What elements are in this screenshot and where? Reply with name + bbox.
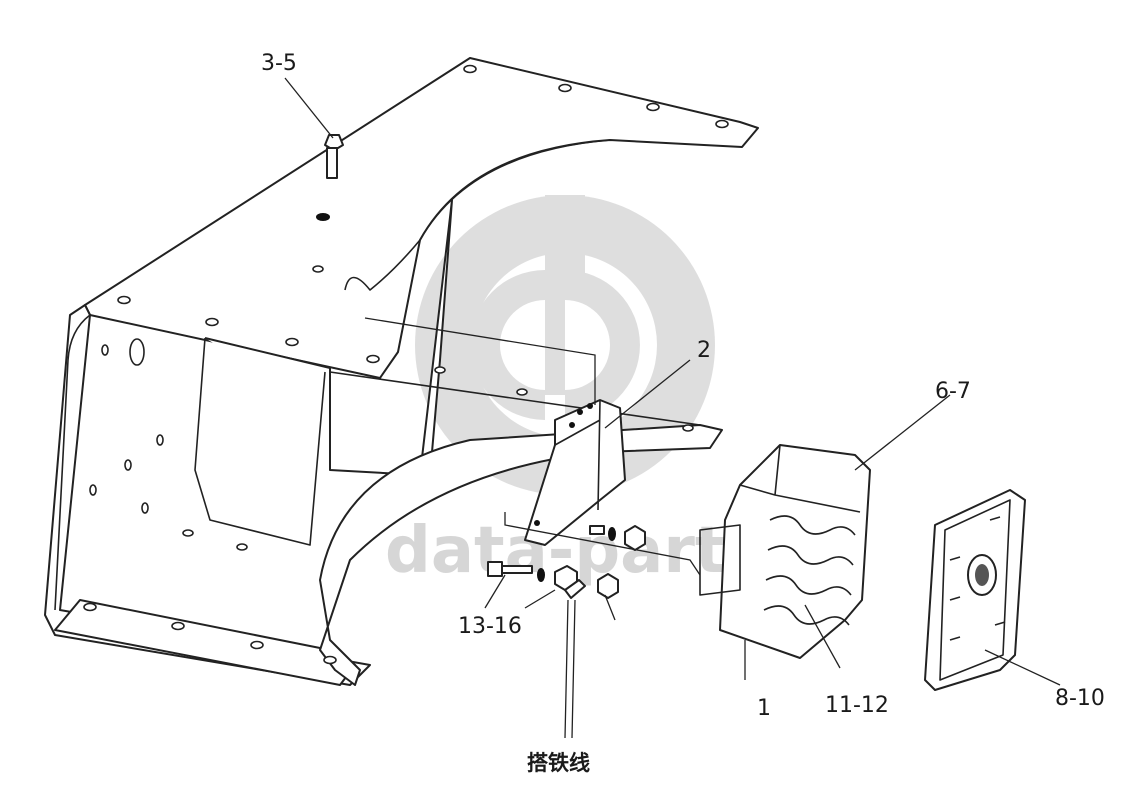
housing-1: [699, 444, 871, 659]
callout-8-10: 8-10: [1055, 686, 1105, 711]
bolt-3-5: [316, 134, 344, 221]
plate-2: [524, 399, 626, 546]
main-bracket: [44, 57, 759, 686]
callout-13-16: 13-16: [458, 614, 522, 639]
callout-1: 1: [757, 696, 771, 721]
callout-ground-wire: 搭铁线: [527, 751, 590, 775]
leader-lines: [284, 77, 1061, 739]
fasteners-13-16: [487, 525, 646, 599]
callout-6-7: 6-7: [935, 379, 971, 404]
callout-11-12: 11-12: [825, 693, 889, 718]
callout-3-5: 3-5: [261, 51, 297, 76]
callout-2: 2: [697, 338, 711, 363]
watermark-logo: [415, 195, 715, 495]
cover-8-10: [924, 489, 1026, 691]
